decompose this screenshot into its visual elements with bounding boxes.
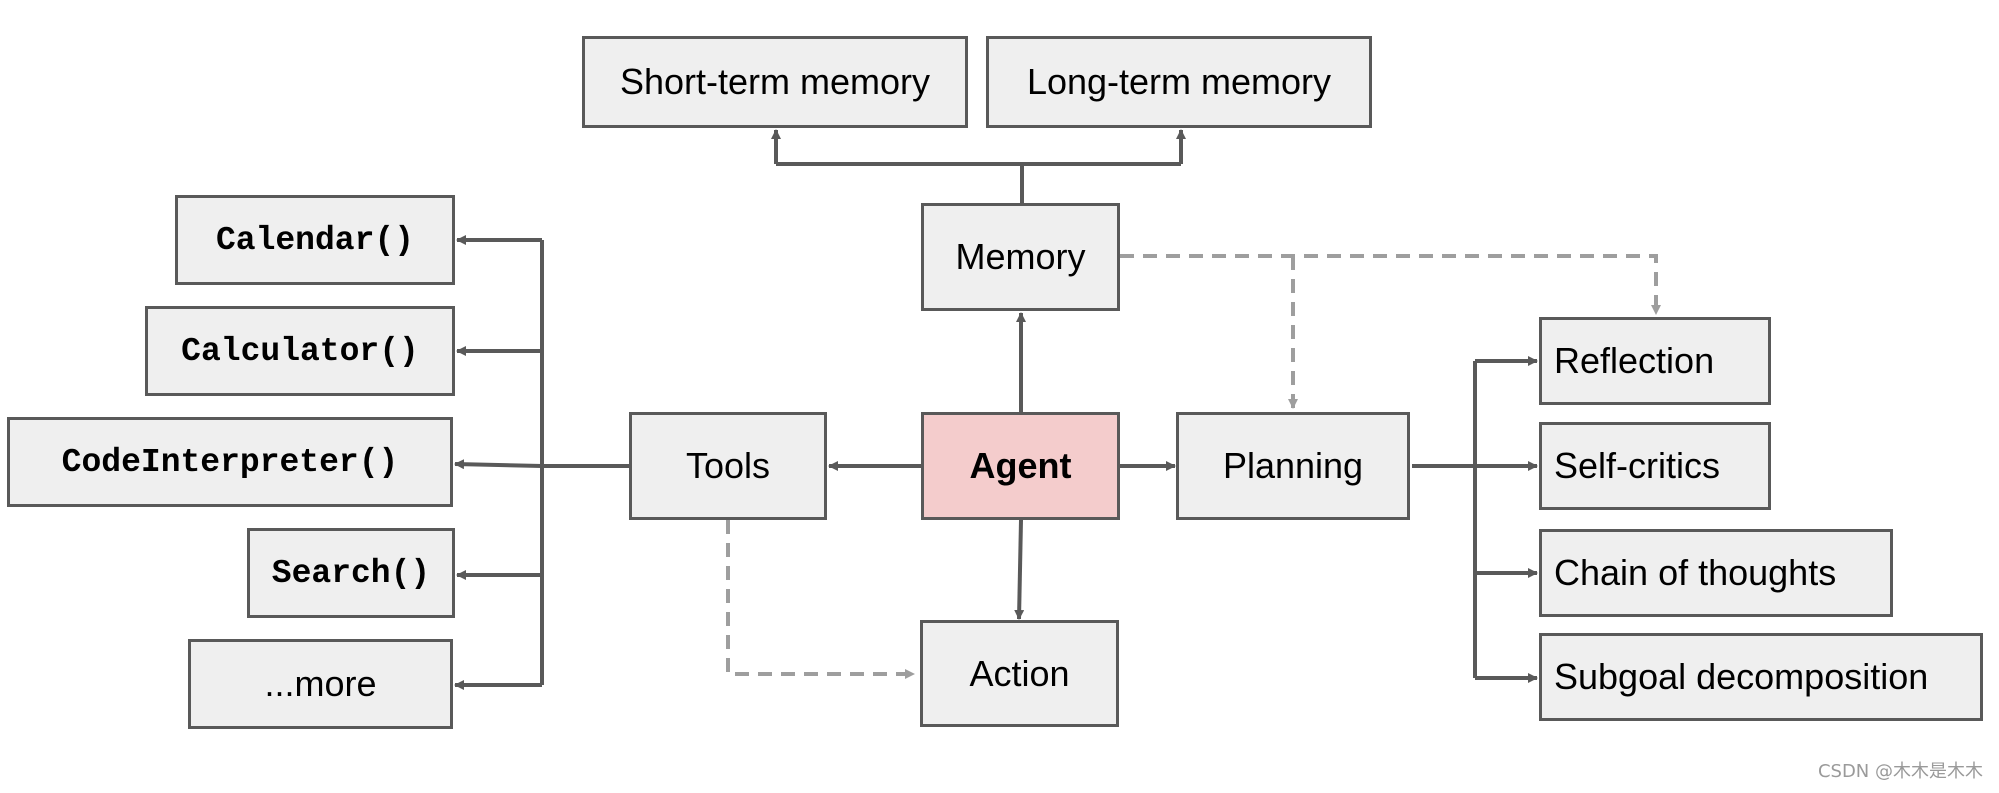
- tools-label: Tools: [685, 445, 771, 486]
- action-label: Action: [969, 652, 1070, 694]
- reflection-label: Reflection: [1554, 340, 1715, 381]
- self-critics-label: Self-critics: [1554, 445, 1721, 486]
- arrow-agent-to-action: [1014, 519, 1025, 620]
- arrow-to-code-interpreter: [454, 459, 543, 470]
- planning-node: Planning: [1176, 412, 1410, 520]
- search-label: Search(): [271, 554, 431, 592]
- memory-node: Memory: [921, 203, 1120, 311]
- planning-label: Planning: [1222, 445, 1364, 486]
- dashed-memory-to-reflection: [1120, 254, 1661, 315]
- chain-of-thoughts-label: Chain of thoughts: [1554, 552, 1837, 593]
- short-term-memory-label: Short-term memory: [619, 61, 931, 102]
- memory-to-memory-types-edges: [771, 129, 1186, 203]
- code-interpreter-node: CodeInterpreter(): [7, 417, 453, 507]
- dashed-tools-to-action: [726, 520, 915, 679]
- subgoal-decomposition-label: Subgoal decomposition: [1554, 656, 1929, 697]
- watermark-text: CSDN @木木是木木: [1817, 761, 1983, 782]
- short-term-memory-node: Short-term memory: [582, 36, 968, 128]
- long-term-memory-node: Long-term memory: [986, 36, 1372, 128]
- more-label: ...more: [264, 663, 377, 704]
- chain-of-thoughts-node: Chain of thoughts: [1539, 529, 1893, 617]
- more-node: ...more: [188, 639, 453, 729]
- tools-fanout-edges: [454, 235, 629, 690]
- code-interpreter-label: CodeInterpreter(): [61, 443, 399, 481]
- memory-label: Memory: [955, 236, 1086, 277]
- agent-node: Agent: [921, 412, 1120, 520]
- self-critics-node: Self-critics: [1539, 422, 1771, 510]
- long-term-memory-label: Long-term memory: [1026, 61, 1332, 102]
- calendar-label: Calendar(): [215, 221, 415, 259]
- calculator-node: Calculator(): [145, 306, 455, 396]
- calculator-label: Calculator(): [181, 332, 419, 370]
- action-node: Action: [920, 620, 1119, 727]
- reflection-node: Reflection: [1539, 317, 1771, 405]
- planning-fanout-edges: [1412, 356, 1538, 683]
- subgoal-decomposition-node: Subgoal decomposition: [1539, 633, 1983, 721]
- tools-node: Tools: [629, 412, 827, 520]
- calendar-node: Calendar(): [175, 195, 455, 285]
- agent-label: Agent: [969, 445, 1072, 486]
- search-node: Search(): [247, 528, 455, 618]
